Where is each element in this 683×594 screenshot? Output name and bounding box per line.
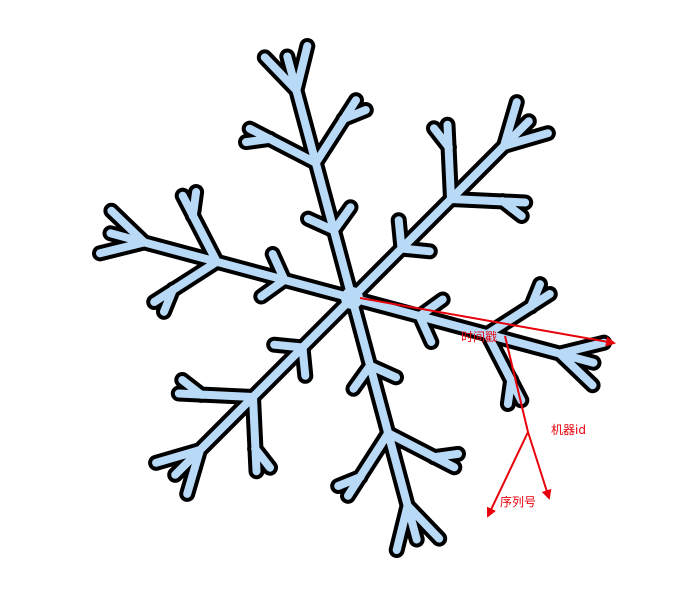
snowflake-arm [242, 42, 370, 302]
machine-id-arrow [527, 431, 552, 500]
snowflake-icon [92, 38, 612, 558]
snowflake-hub [341, 287, 363, 309]
snowflake-arm-outline [330, 290, 466, 558]
snowflake-arm-outline [344, 276, 612, 412]
arrows-group [359, 297, 616, 518]
sequence-arrow [486, 431, 529, 518]
snowflake-arm-outline [238, 38, 374, 306]
snowflake-arm-outline [92, 184, 360, 320]
sequence-label: 序列号 [500, 494, 536, 509]
machine-id-label: 机器id [551, 423, 586, 437]
labels-group: 时间戳 机器id 序列号 [461, 330, 586, 509]
snowflake-body [96, 42, 608, 554]
snowflake-arm [348, 98, 552, 302]
timestamp-label: 时间戳 [461, 330, 497, 344]
timestamp-arrow [359, 297, 616, 347]
branch-line [504, 335, 529, 433]
snowflake-arm [152, 294, 356, 498]
snowflake-arm [334, 294, 462, 554]
snowflake-arm [96, 188, 356, 316]
snowflake-arm [348, 280, 608, 408]
